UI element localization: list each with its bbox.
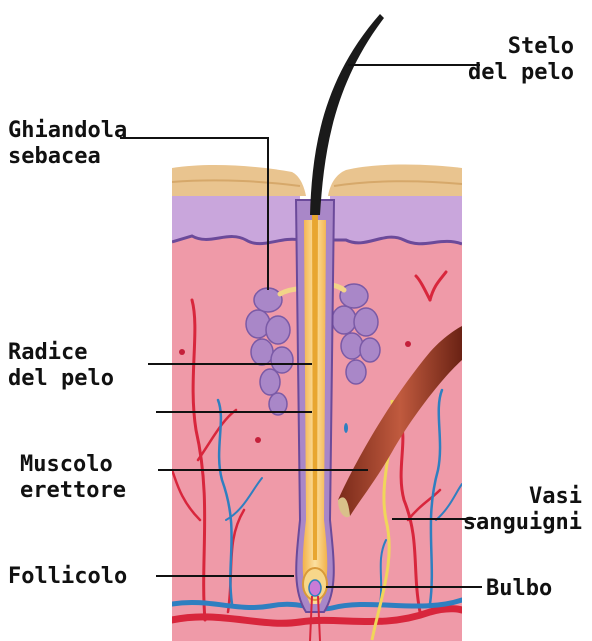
label-vasi-line1: Vasi (462, 484, 582, 510)
label-radice-line1: Radice (8, 340, 114, 366)
label-stelo-del-pelo: Stelo del pelo (468, 34, 574, 86)
dermal-papilla (309, 580, 321, 596)
label-radice-line2: del pelo (8, 366, 114, 392)
label-ghiandola-line2: sebacea (8, 144, 127, 170)
label-stelo-line2: del pelo (468, 60, 574, 86)
label-vasi-sanguigni: Vasi sanguigni (462, 484, 582, 536)
label-vasi-line2: sanguigni (462, 510, 582, 536)
label-ghiandola-line1: Ghiandola (8, 118, 127, 144)
label-bulbo-text: Bulbo (486, 576, 552, 602)
label-follicolo: Follicolo (8, 564, 127, 590)
skin-surface-right (328, 165, 462, 197)
label-muscolo-line2: erettore (20, 478, 126, 504)
label-stelo-line1: Stelo (468, 34, 574, 60)
label-muscolo-erettore: Muscolo erettore (20, 452, 126, 504)
label-follicolo-text: Follicolo (8, 564, 127, 590)
label-radice-del-pelo: Radice del pelo (8, 340, 114, 392)
skin-section (172, 165, 462, 641)
label-ghiandola-sebacea: Ghiandola sebacea (8, 118, 127, 170)
label-muscolo-line1: Muscolo (20, 452, 126, 478)
label-bulbo: Bulbo (486, 576, 552, 602)
